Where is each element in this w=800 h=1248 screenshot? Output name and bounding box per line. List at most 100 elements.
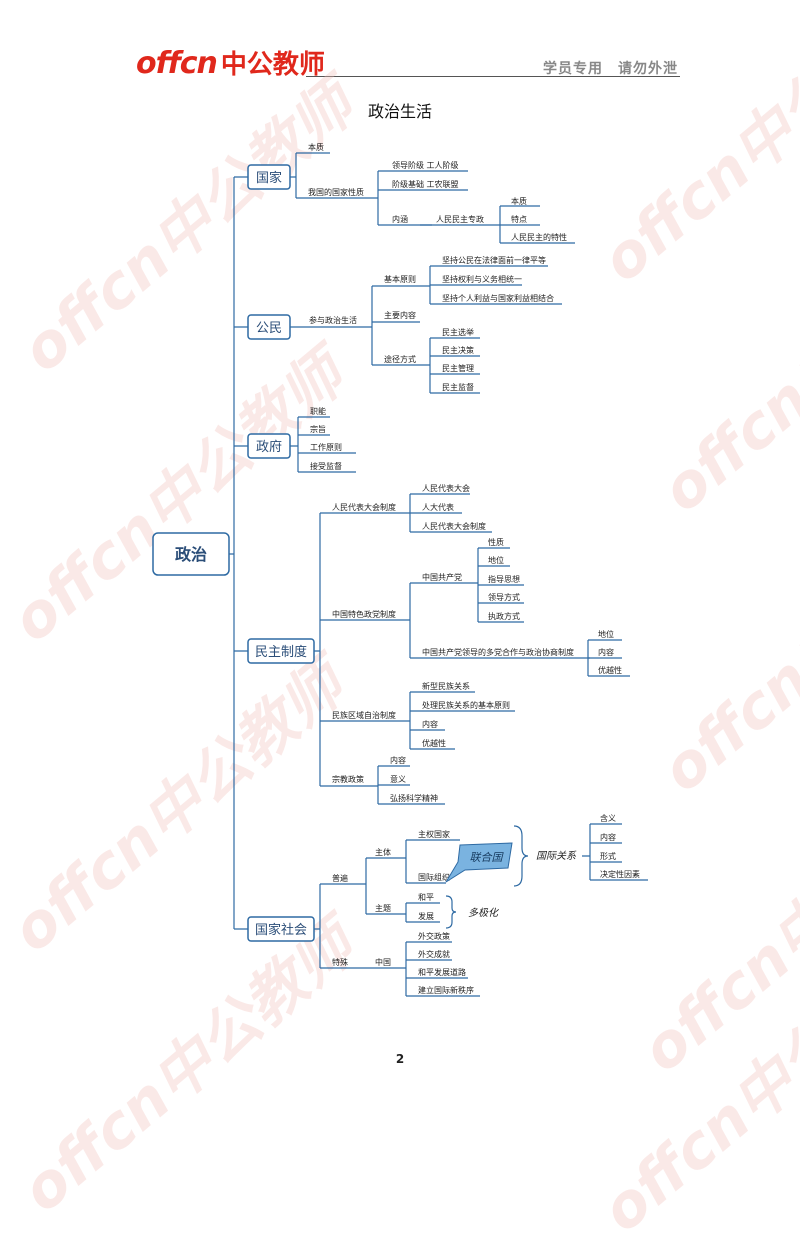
minzhu-gcd: 中国共产党 — [422, 572, 462, 582]
minzhu-lines — [314, 512, 400, 787]
zhengfu-item-4: 接受监督 — [310, 461, 342, 471]
branch-shehui-label: 国家社会 — [255, 922, 307, 938]
page-title: 政治生活 — [367, 102, 432, 121]
guojia-lines — [290, 152, 370, 199]
shehui-zhuquan: 主权国家 — [418, 829, 450, 839]
guojia-z3: 人民民主的特性 — [511, 232, 567, 242]
guojia-z2: 特点 — [511, 214, 527, 224]
guojia-zhuanzheng: 人民民主专政 — [436, 214, 484, 224]
shehui-c1: 外交政策 — [418, 931, 450, 941]
minzhu-minzu-lines — [400, 691, 515, 750]
minzhu-zj1: 内容 — [390, 755, 406, 765]
gongmin-yuanze: 基本原则 — [384, 274, 416, 284]
shehui-gx1: 含义 — [600, 813, 616, 823]
gongmin-t1: 民主选举 — [442, 327, 474, 337]
shehui-gx3: 形式 — [600, 851, 616, 861]
gongmin-sub-lines — [366, 285, 420, 366]
main-spine — [229, 177, 235, 929]
gongmin-neirong: 主要内容 — [384, 310, 416, 320]
minzhu-g4: 领导方式 — [488, 592, 520, 602]
shehui-zhuti-lines — [394, 839, 460, 884]
guojia-z1: 本质 — [511, 196, 527, 206]
logo-brand: offcn — [136, 46, 218, 81]
minzhu-g5: 执政方式 — [488, 611, 520, 621]
branch-guojia-label: 国家 — [256, 170, 282, 186]
duojihua-brace — [445, 895, 457, 929]
shehui-c4: 建立国际新秩序 — [418, 985, 474, 995]
shehui-zuzhi: 国际组织 — [418, 872, 450, 882]
guojia-neihan: 内涵 — [392, 214, 408, 224]
minzhu-d2: 内容 — [598, 647, 614, 657]
zhengfu-item-3: 工作原则 — [310, 442, 342, 452]
minzhu-d3: 优越性 — [598, 665, 622, 675]
branch-zhengfu-label: 政府 — [256, 440, 282, 455]
minzhu-zongjiao-lines — [368, 765, 445, 805]
minzhu-m3: 内容 — [422, 719, 438, 729]
gongmin-t4: 民主监督 — [442, 382, 474, 392]
shehui-duojihua: 多极化 — [468, 907, 500, 919]
minzhu-r2: 人大代表 — [422, 502, 454, 512]
shehui-c2: 外交成就 — [418, 949, 450, 959]
shehui-zhuti-theme: 主题 — [375, 903, 391, 913]
minzhu-zj3: 弘扬科学精神 — [390, 793, 438, 803]
minzhu-zongjiao: 宗教政策 — [332, 774, 364, 784]
gongmin-y3: 坚持个人利益与国家利益相结合 — [442, 293, 554, 303]
minzhu-m2: 处理民族关系的基本原则 — [422, 700, 510, 710]
zhengfu-lines — [290, 416, 356, 473]
gongmin-y1: 坚持公民在法律面前一律平等 — [442, 255, 546, 265]
gongmin-tujing: 途径方式 — [384, 354, 416, 364]
branch-gongmin-label: 公民 — [256, 321, 282, 336]
branch-minzhu-label: 民主制度 — [255, 644, 307, 660]
guojia-benzhi: 本质 — [308, 142, 324, 152]
guanxi-brace — [513, 825, 529, 887]
root-label: 政治 — [175, 545, 207, 564]
gongmin-yuanze-lines — [420, 265, 562, 305]
minzhu-m4: 优越性 — [422, 738, 446, 748]
minzhu-r1: 人民代表大会 — [422, 483, 470, 493]
gongmin-tujing-lines — [420, 337, 480, 394]
header-rule — [306, 76, 680, 77]
shehui-gx4: 决定性因素 — [600, 869, 640, 879]
mind-map: .ln { stroke: #2e6aa3; stroke-width: 1.2… — [152, 142, 648, 997]
shehui-heping: 和平 — [418, 893, 434, 902]
minzhu-d1: 地位 — [598, 629, 614, 639]
shehui-c3: 和平发展道路 — [418, 967, 466, 977]
minzhu-duodang-lines — [587, 639, 630, 677]
header-notice: 学员专用 请勿外泄 — [543, 61, 678, 77]
minzhu-g3: 指导思想 — [488, 574, 520, 584]
gongmin-canyu: 参与政治生活 — [309, 315, 357, 325]
minzhu-renda-lines — [400, 493, 492, 533]
minzhu-renda: 人民代表大会制度 — [332, 502, 396, 512]
guanxi-lines — [582, 823, 648, 881]
guojia-neihan-lines — [420, 205, 575, 244]
guojia-xingzhi: 我国的国家性质 — [308, 187, 364, 197]
gongmin-y2: 坚持权利与义务相统一 — [442, 274, 522, 284]
shehui-lines — [314, 883, 368, 969]
zhengfu-item-2: 宗旨 — [310, 424, 326, 434]
page-number: 2 — [395, 1052, 405, 1066]
minzhu-r3: 人民代表大会制度 — [422, 521, 486, 531]
gongmin-t2: 民主决策 — [442, 345, 474, 355]
minzhu-zhengdang: 中国特色政党制度 — [332, 609, 396, 619]
shehui-zhongguo: 中国 — [375, 957, 391, 967]
minzhu-gcd-lines — [470, 547, 524, 623]
shehui-theme-lines — [394, 902, 440, 923]
minzhu-zhengdang-lines — [400, 582, 590, 659]
guojia-lingdao: 领导阶级 工人阶级 — [392, 160, 459, 170]
guojia-xingzhi-lines — [370, 170, 468, 226]
shehui-pubian: 普遍 — [332, 873, 348, 883]
shehui-guanxi: 国际关系 — [536, 850, 577, 862]
lianheguo-callout — [445, 842, 513, 883]
minzhu-zj2: 意义 — [390, 774, 406, 784]
branch-connectors — [234, 176, 248, 930]
shehui-pubian-lines — [360, 857, 394, 915]
shehui-lianheguo: 联合国 — [470, 851, 505, 864]
shehui-teshu: 特殊 — [332, 957, 348, 967]
minzhu-duodang: 中国共产党领导的多党合作与政治协商制度 — [422, 647, 574, 657]
minzhu-m1: 新型民族关系 — [422, 681, 470, 691]
zhengfu-item-1: 职能 — [310, 406, 326, 416]
shehui-zhuti: 主体 — [375, 847, 391, 857]
guojia-jichu: 阶级基础 工农联盟 — [392, 179, 459, 189]
